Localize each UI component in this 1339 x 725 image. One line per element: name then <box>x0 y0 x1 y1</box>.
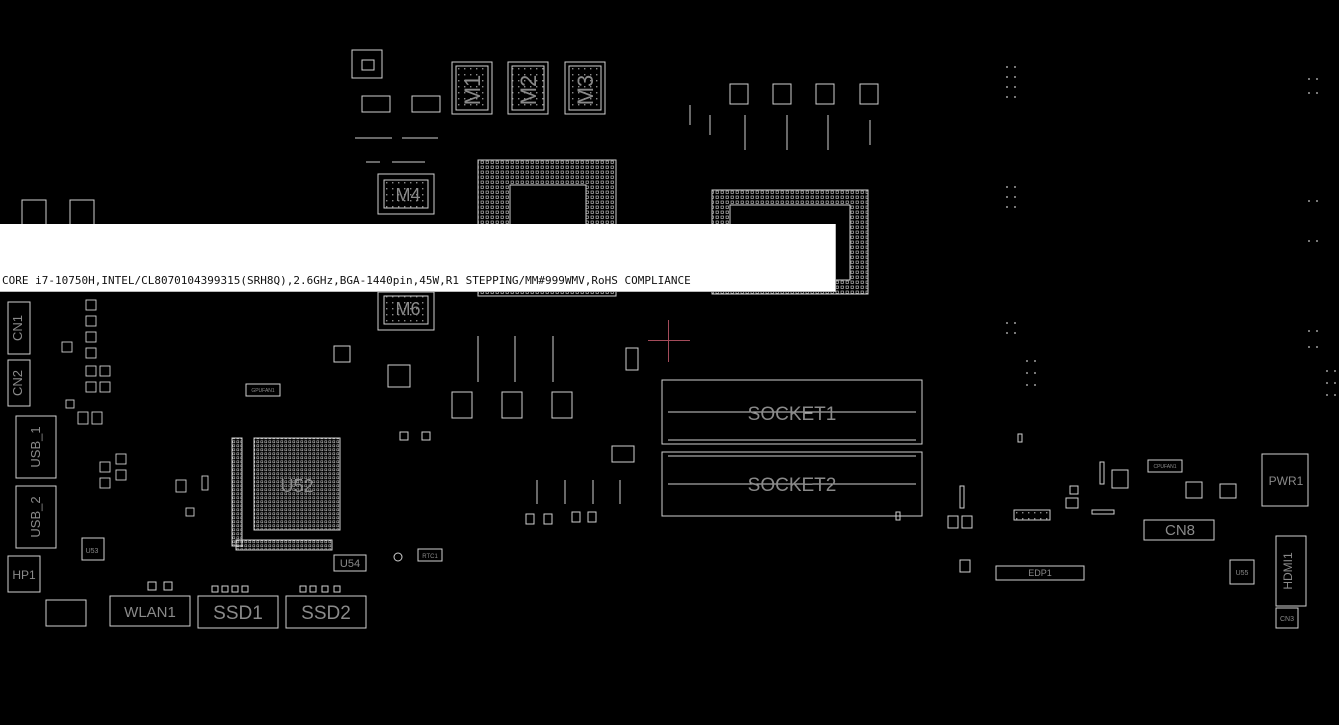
label-m6: M6 <box>395 299 420 319</box>
label-m4: M4 <box>395 185 420 205</box>
label-m1: M1 <box>460 75 485 106</box>
label-u53: U53 <box>86 548 99 555</box>
ssd-slot-2[interactable] <box>285 595 367 629</box>
connector-cn2[interactable] <box>7 359 31 407</box>
label-u55: U55 <box>1236 570 1249 577</box>
label-socket1: SOCKET1 <box>748 404 837 425</box>
connector-cn8[interactable] <box>1143 519 1215 541</box>
hdmi-port-1[interactable] <box>1275 535 1307 607</box>
label-rtc1: RTC1 <box>422 554 438 560</box>
label-hdmi1: HDMI1 <box>1281 552 1295 590</box>
memory-chip-m6[interactable] <box>377 291 435 331</box>
label-pwr1: PWR1 <box>1269 474 1304 488</box>
crosshair-cursor <box>648 320 690 362</box>
power-jack-pwr1[interactable] <box>1261 453 1309 507</box>
label-usb1: USB_1 <box>28 426 43 467</box>
connector-cn1[interactable] <box>7 301 31 355</box>
ssd-slot-1[interactable] <box>197 595 279 629</box>
label-u52: U52 <box>280 476 313 496</box>
label-cpufan1: CPUFAN1 <box>1153 464 1176 470</box>
label-cn3: CN3 <box>1280 616 1294 623</box>
memory-chip-m3[interactable] <box>564 61 606 115</box>
label-m3: M3 <box>573 75 598 106</box>
usb-port-1[interactable] <box>15 415 57 479</box>
label-u54: U54 <box>340 558 360 570</box>
chip-u52[interactable] <box>253 437 341 531</box>
label-usb2: USB_2 <box>28 496 43 537</box>
label-ssd1: SSD1 <box>213 603 263 624</box>
label-m2: M2 <box>516 75 541 106</box>
usb-port-2[interactable] <box>15 485 57 549</box>
component-description: CORE i7-10750H,INTEL/CL8070104399315(SRH… <box>2 274 691 287</box>
memory-chip-m1[interactable] <box>451 61 493 115</box>
label-ssd2: SSD2 <box>301 603 351 624</box>
edp-connector[interactable] <box>995 565 1085 581</box>
label-cn8: CN8 <box>1165 522 1195 539</box>
label-gpufan1: GPUFAN1 <box>251 388 275 394</box>
memory-chip-m2[interactable] <box>507 61 549 115</box>
label-socket2: SOCKET2 <box>748 475 837 496</box>
label-hp1: HP1 <box>12 568 36 582</box>
label-cn2: CN2 <box>10 370 25 396</box>
connector-cn3[interactable] <box>1275 607 1299 629</box>
wlan-slot[interactable] <box>109 595 191 627</box>
ram-socket-2[interactable] <box>661 451 923 517</box>
memory-chip-m4[interactable] <box>377 173 435 215</box>
headphone-jack-hp1[interactable] <box>7 555 41 593</box>
label-cn1: CN1 <box>10 315 25 341</box>
ram-socket-1[interactable] <box>661 379 923 445</box>
label-wlan1: WLAN1 <box>124 604 176 621</box>
label-edp1: EDP1 <box>1028 568 1052 578</box>
component-info-tooltip: CORE i7-10750H,INTEL/CL8070104399315(SRH… <box>0 224 836 292</box>
